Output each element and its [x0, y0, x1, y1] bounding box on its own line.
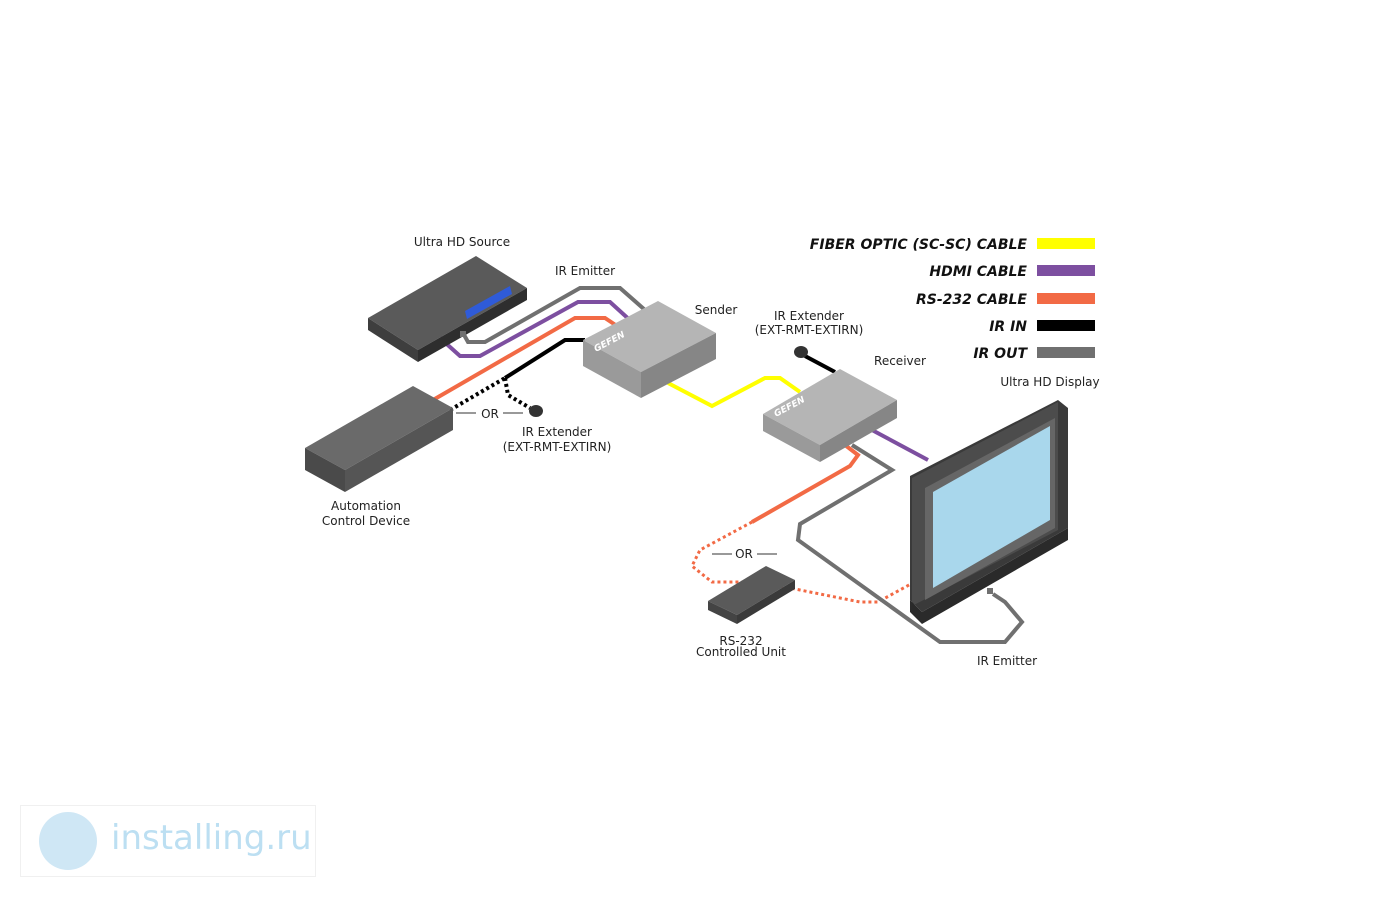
legend-swatch-hdmi [1037, 265, 1095, 276]
cable-hdmi-display [871, 428, 929, 462]
legend-swatch-fiber [1037, 238, 1095, 249]
receiver-device: GEFEN [763, 369, 897, 462]
ultra-hd-source-device [368, 256, 527, 362]
cable-ir-out-source [461, 286, 647, 344]
label-or-left: OR [481, 407, 499, 421]
ir-emitter-display-icon [987, 588, 993, 594]
cable-ir-out-display [795, 443, 1025, 644]
cable-rs232-automation [431, 316, 622, 402]
label-automation-1: Automation [331, 499, 401, 513]
ir-extender-left-icon [529, 405, 543, 417]
watermark-text: installing.ru [111, 818, 312, 858]
display-screen [933, 426, 1050, 588]
cable-rs232-dotted [690, 520, 919, 604]
label-ultra-hd-display: Ultra HD Display [1000, 375, 1099, 389]
label-ir-extender-left-2: (EXT-RMT-EXTIRN) [503, 440, 612, 454]
legend: FIBER OPTIC (SC-SC) CABLE HDMI CABLE RS-… [810, 237, 1095, 362]
cable-fiber-optic [667, 376, 802, 409]
label-ir-emitter-bottom: IR Emitter [977, 654, 1037, 668]
ir-emitter-source-icon [460, 331, 466, 337]
cable-rs232-receiver [751, 443, 861, 524]
legend-label-ir-out: IR OUT [973, 346, 1028, 362]
label-ir-extender-top-2: (EXT-RMT-EXTIRN) [755, 323, 864, 337]
ultra-hd-display-device [910, 400, 1068, 624]
label-ir-extender-top-1: IR Extender [774, 309, 844, 323]
label-ultra-hd-source: Ultra HD Source [414, 235, 510, 249]
cable-ir-in-sender [503, 338, 585, 380]
legend-label-rs232: RS-232 CABLE [916, 292, 1027, 308]
label-or-bottom: OR [735, 547, 753, 561]
label-rs232-unit-2: Controlled Unit [696, 645, 786, 659]
cable-ir-in-extender-top [804, 354, 836, 374]
legend-label-hdmi: HDMI CABLE [929, 264, 1027, 280]
label-receiver: Receiver [874, 354, 926, 368]
watermark-logo-icon [39, 812, 97, 870]
legend-label-fiber: FIBER OPTIC (SC-SC) CABLE [810, 237, 1028, 253]
label-rs232-unit-1: RS-232 [719, 634, 762, 648]
legend-label-ir-in: IR IN [989, 319, 1027, 335]
legend-swatch-ir-in [1037, 320, 1095, 331]
ir-extender-top-icon [794, 346, 808, 358]
legend-swatch-rs232 [1037, 293, 1095, 304]
label-ir-emitter-top: IR Emitter [555, 264, 615, 278]
rs232-controlled-unit [708, 566, 795, 624]
label-automation-2: Control Device [322, 514, 410, 528]
cable-ir-in-extender-left [503, 377, 532, 410]
automation-control-device [305, 386, 453, 492]
label-ir-extender-left-1: IR Extender [522, 425, 592, 439]
cable-ir-in-automation-dotted [448, 376, 507, 412]
watermark: installing.ru [20, 805, 316, 877]
cable-hdmi-source [438, 300, 634, 358]
label-sender: Sender [695, 303, 738, 317]
legend-swatch-ir-out [1037, 347, 1095, 358]
sender-device: GEFEN [583, 301, 716, 398]
